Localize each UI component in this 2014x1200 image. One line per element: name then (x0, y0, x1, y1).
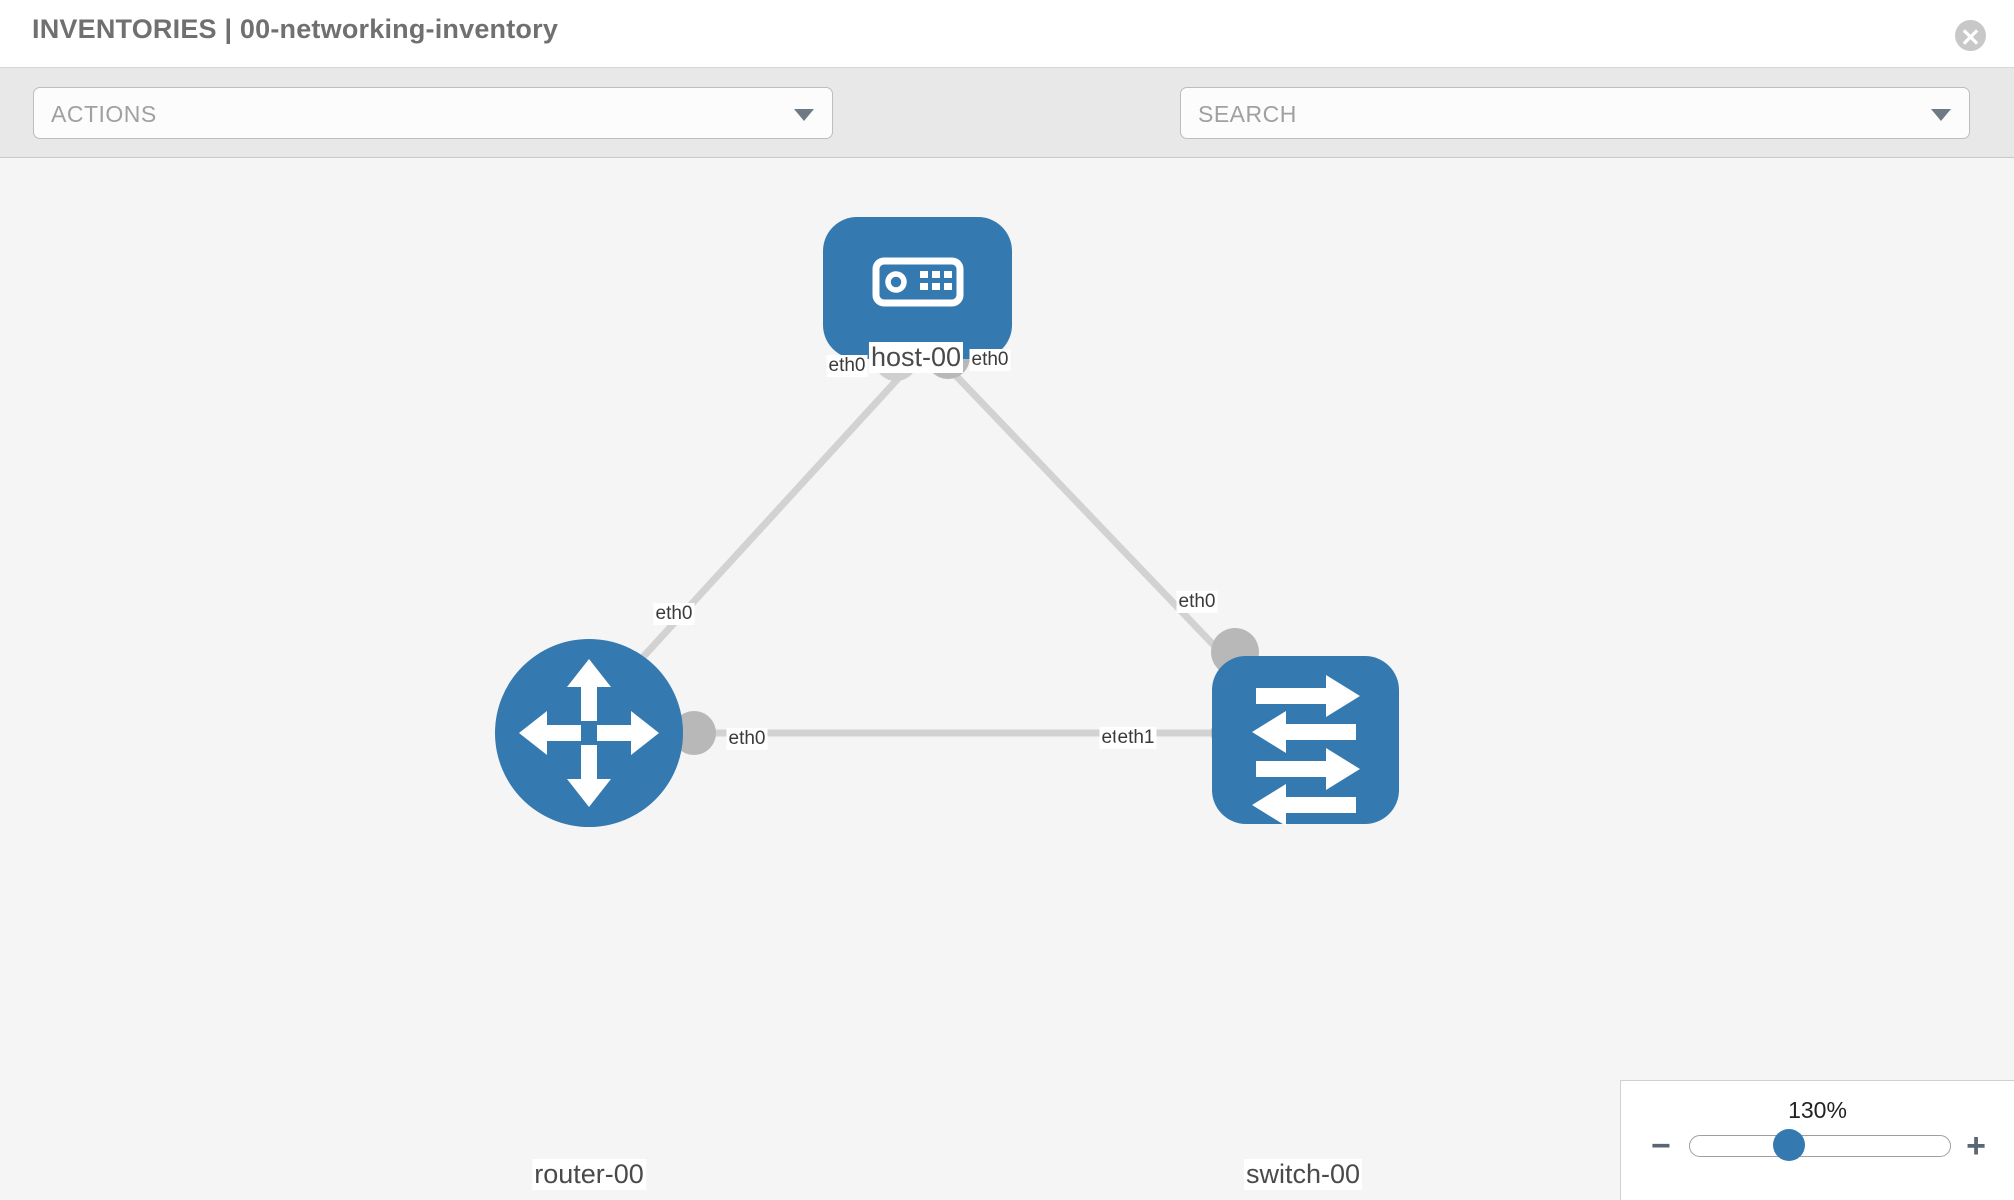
node-host-00[interactable] (823, 217, 1012, 359)
interface-nub-layer (672, 335, 1259, 755)
actions-dropdown-label: ACTIONS (51, 101, 157, 127)
link-layer (597, 356, 1273, 737)
search-placeholder: SEARCH (1198, 101, 1297, 127)
zoom-out-button[interactable]: − (1651, 1127, 1671, 1165)
zoom-control-panel: 130% − + (1620, 1080, 2014, 1200)
page-title: INVENTORIES | 00-networking-inventory (32, 14, 559, 44)
node-label-router-00[interactable]: router-00 (532, 1159, 646, 1190)
zoom-level-value: 130% (1788, 1097, 1847, 1123)
router-arrows-icon (519, 659, 659, 807)
node-router-00-shape[interactable] (495, 639, 683, 827)
switch-arrows-icon (1252, 675, 1360, 826)
iface-label-host-right[interactable]: eth0 (969, 349, 1011, 371)
topology-graph (495, 217, 1399, 827)
server-icon (872, 257, 964, 307)
link-host-router[interactable] (597, 356, 919, 707)
close-x-glyph (1962, 29, 1979, 45)
iface-label-router-up[interactable]: eth0 (653, 603, 695, 625)
node-host-00-shape[interactable] (823, 217, 1012, 359)
topology-canvas[interactable]: host-00 router-00 switch-00 eth0 eth0 et… (0, 159, 2014, 1200)
zoom-slider-track[interactable] (1689, 1135, 1951, 1157)
actions-dropdown[interactable]: ACTIONS (33, 87, 833, 139)
close-icon[interactable] (1955, 20, 1986, 51)
iface-label-switch-left-b[interactable]: eth1 (1115, 727, 1157, 749)
window-header: INVENTORIES | 00-networking-inventory (0, 0, 2014, 68)
iface-label-host-left[interactable]: eth0 (826, 355, 868, 377)
node-label-switch-00[interactable]: switch-00 (1243, 1159, 1363, 1190)
search-input[interactable]: SEARCH (1180, 87, 1970, 139)
node-router-00[interactable] (495, 639, 683, 827)
node-label-host-00[interactable]: host-00 (868, 342, 964, 373)
chevron-down-icon (1931, 109, 1951, 121)
zoom-slider-thumb[interactable] (1773, 1129, 1805, 1161)
iface-label-router-right[interactable]: eth0 (726, 728, 768, 750)
zoom-in-button[interactable]: + (1966, 1127, 1986, 1165)
node-switch-00[interactable] (1212, 656, 1399, 826)
iface-nub-router-right[interactable] (672, 711, 716, 755)
iface-label-switch-up[interactable]: eth0 (1176, 591, 1218, 613)
toolbar: ACTIONS SEARCH (0, 68, 2014, 198)
chevron-down-icon (794, 109, 814, 121)
